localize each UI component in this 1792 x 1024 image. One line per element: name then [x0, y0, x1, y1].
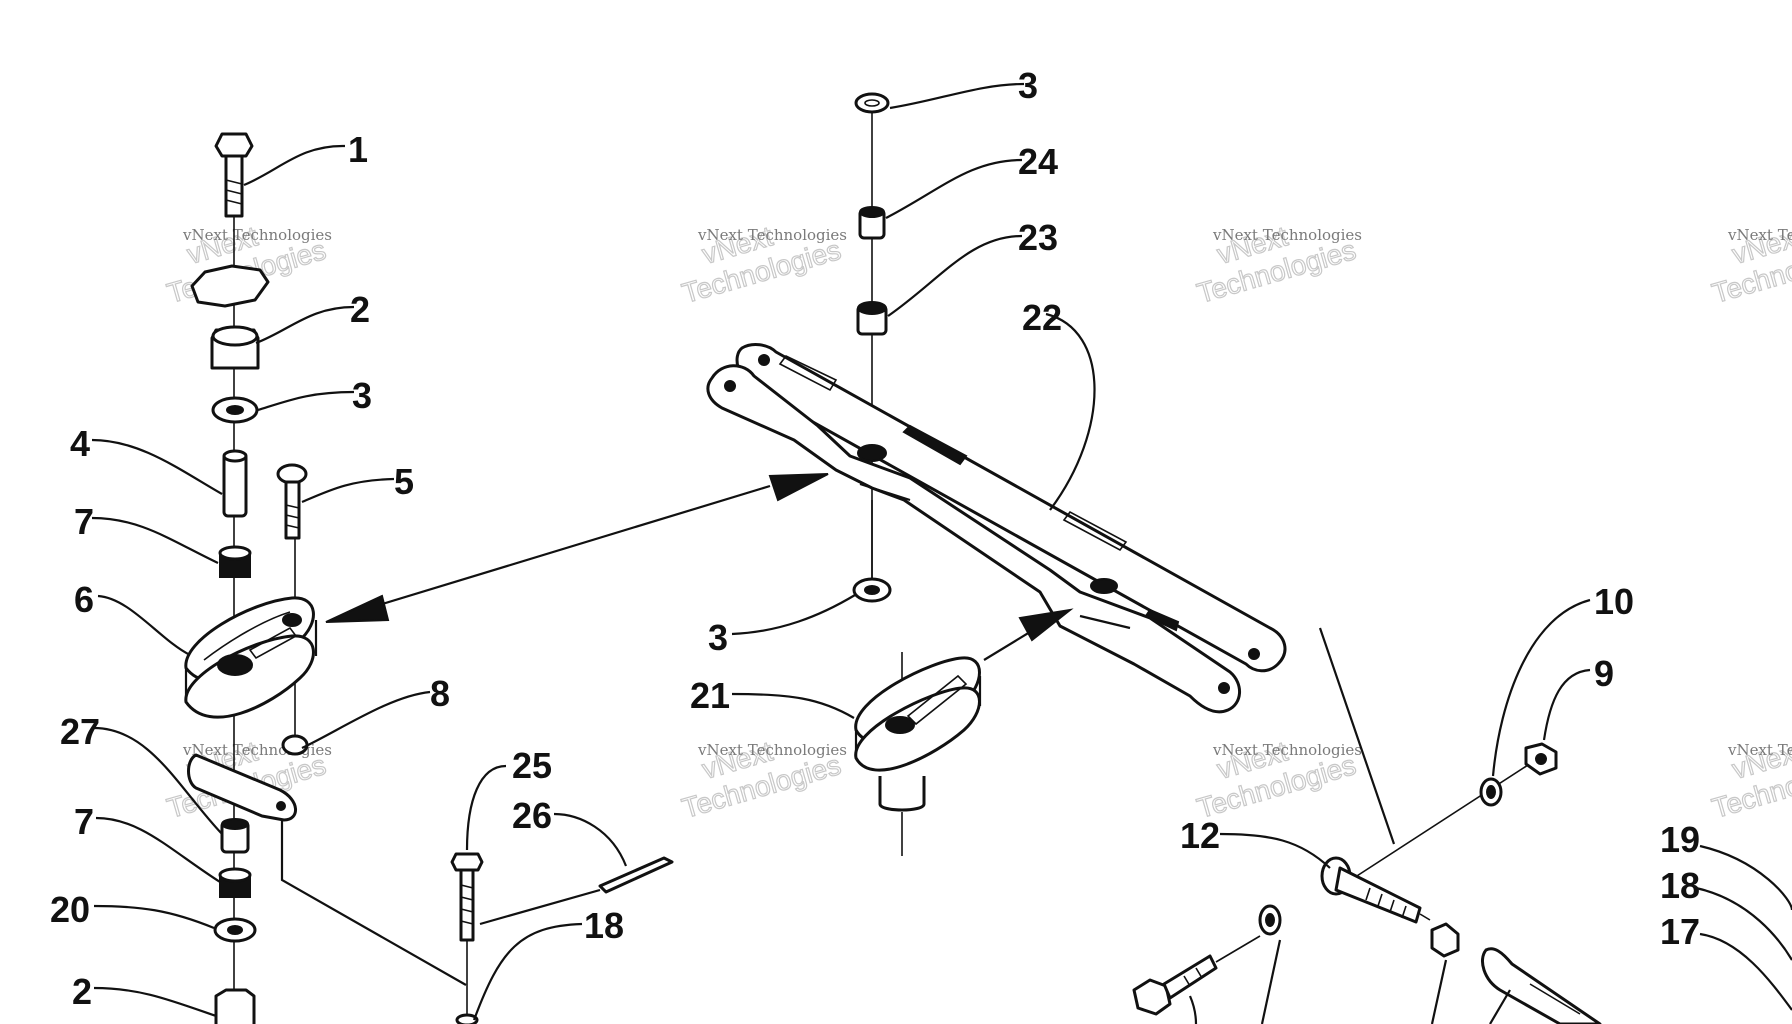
nut — [1430, 922, 1460, 958]
callout-labels: 1 2 3 4 5 7 6 8 27 7 20 2 25 26 18 3 24 … — [50, 65, 1700, 1012]
bushing-part-23 — [856, 301, 888, 336]
watermark-text: vNext Technologies — [1212, 226, 1362, 244]
callout-10: 10 — [1594, 581, 1634, 622]
idler-arm-part-21 — [854, 652, 982, 856]
callout-1: 1 — [348, 129, 368, 170]
cotter-pin-part-26 — [479, 856, 674, 926]
callout-22: 22 — [1022, 297, 1062, 338]
watermark: vNext Technologies — [1193, 220, 1360, 310]
leader-lines — [91, 82, 1792, 1021]
washer-part-20 — [213, 917, 257, 943]
callout-25: 25 — [512, 745, 552, 786]
spacer-part-4 — [222, 449, 248, 518]
callout-3-top: 3 — [1018, 65, 1038, 106]
watermark-text: vNext Technologies — [697, 741, 847, 759]
callout-18: 18 — [584, 905, 624, 946]
watermark: vNext Technologies — [678, 735, 845, 825]
bolt-part-25 — [450, 852, 484, 1024]
bushing-part-27 — [220, 818, 250, 854]
bolt-part-1 — [214, 132, 254, 218]
left-assembly — [184, 132, 467, 1024]
tube-part-17 — [1481, 947, 1602, 1024]
callout-4: 4 — [70, 423, 90, 464]
right-assembly — [1132, 627, 1602, 1024]
callout-18-right: 18 — [1660, 865, 1700, 906]
lock-washer — [190, 264, 270, 308]
washer-part-3 — [211, 396, 259, 424]
washer-part-3-top — [854, 92, 890, 114]
callout-3-center: 3 — [708, 617, 728, 658]
callout-3: 3 — [352, 375, 372, 416]
callout-26: 26 — [512, 795, 552, 836]
callout-2: 2 — [350, 289, 370, 330]
callout-9: 9 — [1594, 653, 1614, 694]
callout-19: 19 — [1660, 819, 1700, 860]
assembly-arrows — [325, 473, 1074, 661]
washer-part-10 — [1479, 777, 1503, 807]
nut-part-2 — [210, 325, 260, 370]
bushing-part-24 — [858, 206, 886, 240]
watermark: vNext Technologies — [678, 220, 845, 310]
watermark-text: vNext Technologies — [1212, 741, 1362, 759]
nut-part-9 — [1524, 742, 1558, 776]
bolt-part-5 — [276, 463, 308, 540]
watermark-text: vNext Technologies — [697, 226, 847, 244]
callout-23: 23 — [1018, 217, 1058, 258]
callout-21: 21 — [690, 675, 730, 716]
watermark-text: vNext Technologies — [1727, 226, 1792, 244]
watermark: vNext Technologies — [1193, 735, 1360, 825]
callout-2-lower: 2 — [72, 971, 92, 1012]
callout-24: 24 — [1018, 141, 1058, 182]
bushing-part-8 — [281, 734, 309, 756]
callout-7-lower: 7 — [74, 801, 94, 842]
callout-5: 5 — [394, 461, 414, 502]
callout-8: 8 — [430, 673, 450, 714]
watermark: vNext Technologies — [1708, 220, 1792, 310]
center-assembly — [706, 92, 1287, 856]
lower-bracket — [187, 753, 297, 822]
callout-27: 27 — [60, 711, 100, 752]
watermark: vNext Technologies — [1708, 735, 1792, 825]
callout-6: 6 — [74, 579, 94, 620]
lower-bolt — [1132, 935, 1261, 1016]
washer-part-3-lower — [852, 577, 892, 603]
swing-arm-part-22 — [706, 343, 1287, 714]
bushing-part-7-lower — [218, 867, 252, 898]
idler-arm-part-6 — [184, 596, 318, 719]
callout-12: 12 — [1180, 815, 1220, 856]
callout-20: 20 — [50, 889, 90, 930]
watermark-text: vNext Technologies — [182, 226, 332, 244]
nut-part-2-lower — [214, 988, 256, 1024]
bushing-part-7 — [218, 545, 252, 578]
callout-7: 7 — [74, 501, 94, 542]
watermark-text: vNext Technologies — [1727, 741, 1792, 759]
bolt-part-12 — [1320, 856, 1431, 924]
callout-17: 17 — [1660, 911, 1700, 952]
